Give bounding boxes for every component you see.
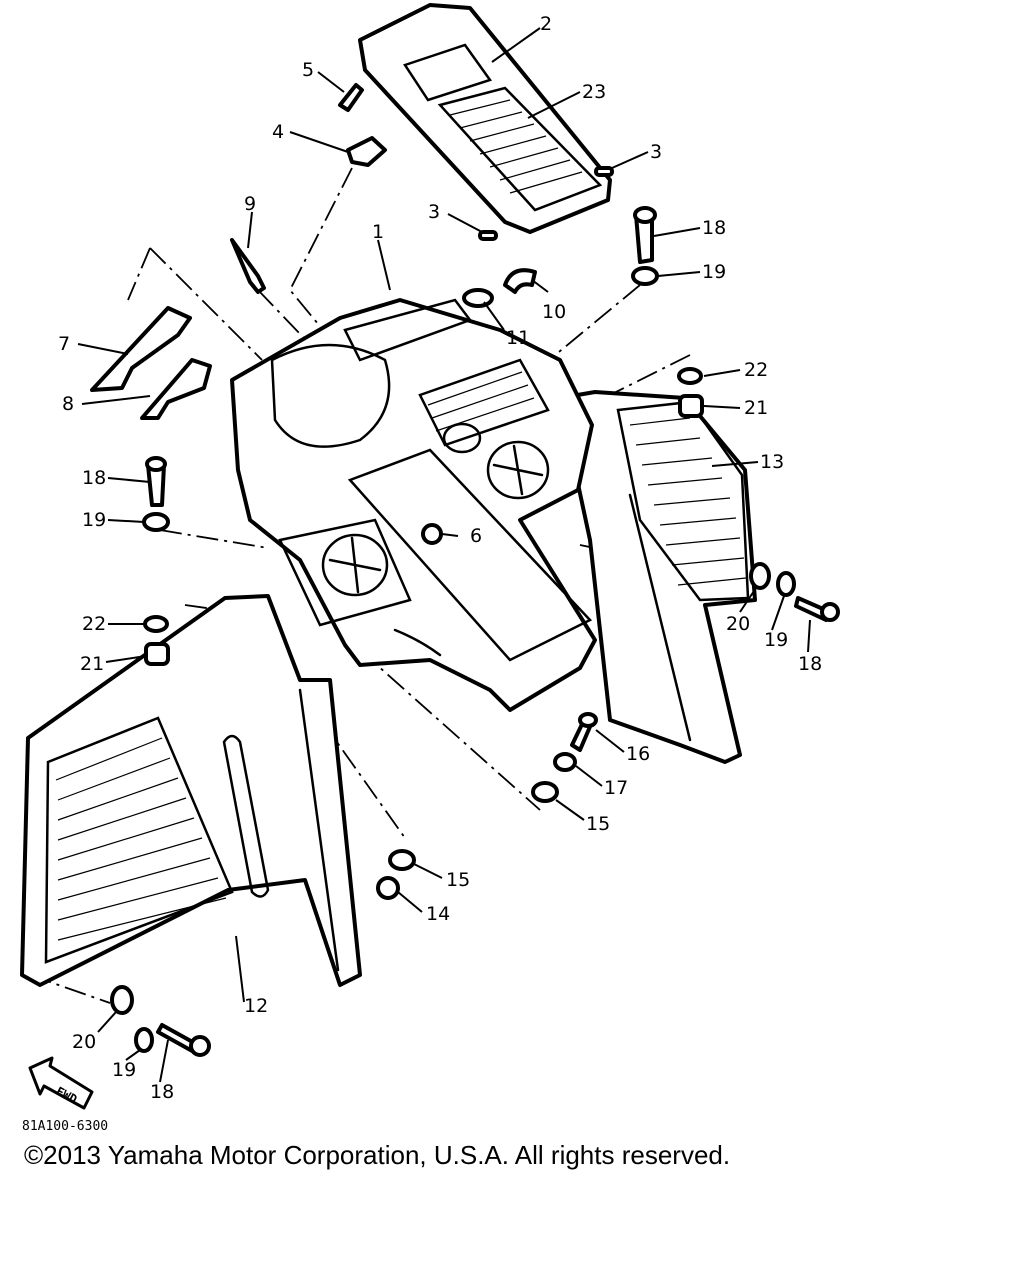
callout-label: 1: [372, 221, 384, 243]
top-pad-part-2: [358, 3, 612, 234]
callout-label: 10: [542, 301, 566, 323]
callout-label: 3: [650, 141, 662, 163]
copyright-notice: ©2013 Yamaha Motor Corporation, U.S.A. A…: [24, 1140, 731, 1170]
right-side-cover-part-13: [558, 390, 757, 764]
callout-label: 22: [744, 359, 768, 381]
callout-label: 7: [58, 333, 70, 355]
callout-label: 18: [798, 653, 822, 675]
leader-lines: [77, 27, 811, 1083]
callout-label: 18: [150, 1081, 174, 1103]
callout-label: 2: [540, 13, 552, 35]
callout-label: 20: [726, 613, 750, 635]
callout-label: 20: [72, 1031, 96, 1053]
callout-label: 15: [446, 869, 470, 891]
callout-label: 6: [470, 525, 482, 547]
callout-label: 23: [582, 81, 606, 103]
drawing-code: 81A100-6300: [22, 1119, 108, 1134]
callout-label: 14: [426, 903, 450, 925]
callout-label: 12: [244, 995, 268, 1017]
fwd-arrow-icon: FWD: [28, 1056, 94, 1110]
callout-label: 5: [302, 59, 314, 81]
callout-label: 13: [760, 451, 784, 473]
callout-label: 3: [428, 201, 440, 223]
callout-label: 4: [272, 121, 284, 143]
left-side-cover-part-12: [20, 594, 362, 987]
callout-label: 15: [586, 813, 610, 835]
callout-label: 8: [62, 393, 74, 415]
callout-label: 16: [626, 743, 650, 765]
fasteners: [90, 83, 840, 1057]
callout-label: 22: [82, 613, 106, 635]
callout-label: 17: [604, 777, 628, 799]
callout-label: 18: [702, 217, 726, 239]
callout-numbers: 2 23 3 3 4 5 9 1 10 11 18 19 22 21 13 7 …: [58, 13, 822, 1103]
callout-label: 11: [506, 327, 530, 349]
callout-label: 19: [82, 509, 106, 531]
callout-label: 19: [764, 629, 788, 651]
callout-label: 19: [112, 1059, 136, 1081]
callout-label: 21: [80, 653, 104, 675]
callout-label: 9: [244, 193, 256, 215]
callout-label: 19: [702, 261, 726, 283]
main-cover-part-1: [230, 298, 597, 712]
callout-label: 21: [744, 397, 768, 419]
callout-label: 18: [82, 467, 106, 489]
